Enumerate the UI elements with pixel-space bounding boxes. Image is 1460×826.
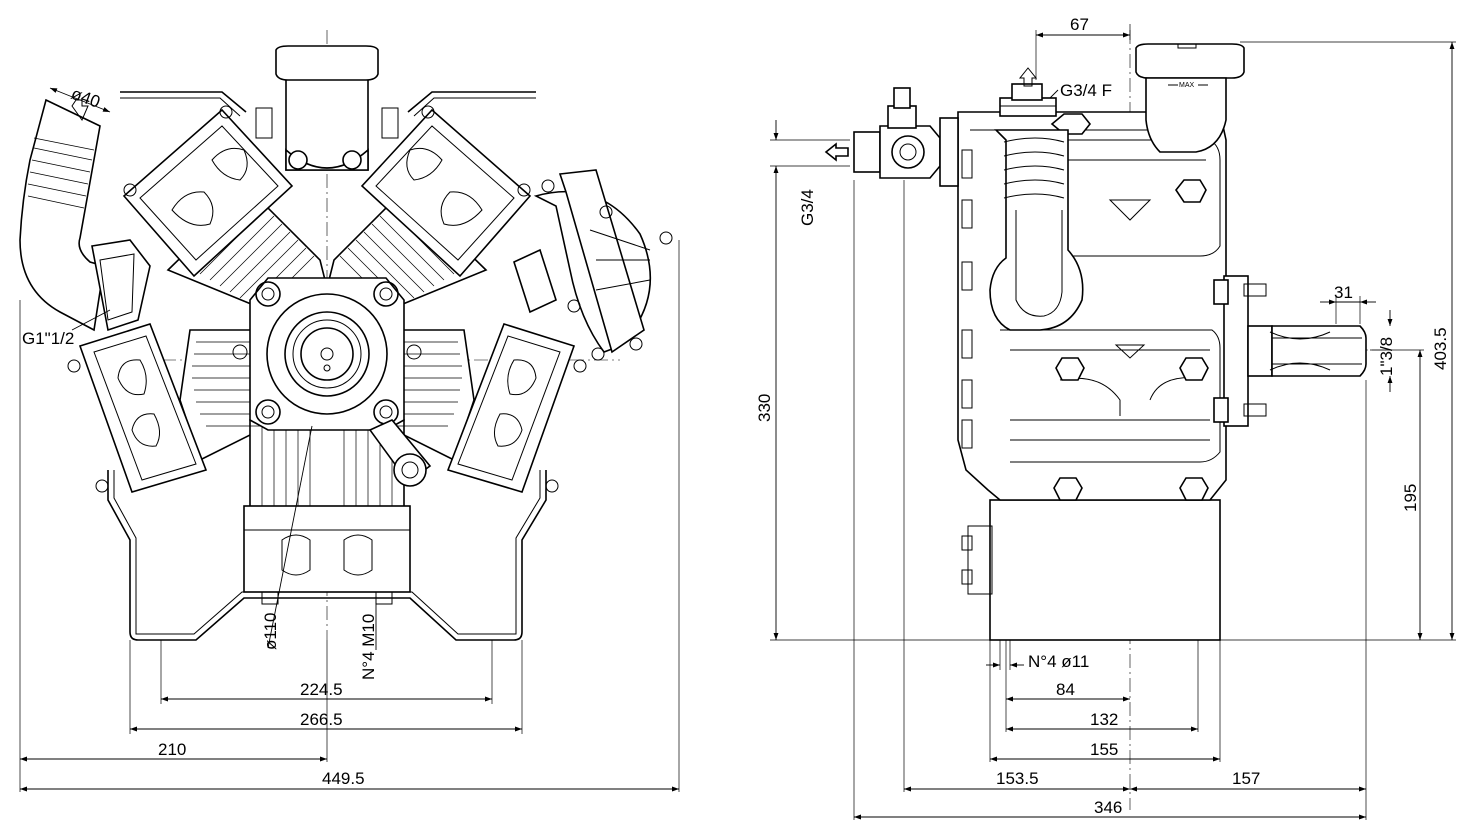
side-body-bolts — [1050, 113, 1209, 501]
side-base-block — [989, 499, 1221, 641]
lower-left-cylinder-head — [67, 323, 208, 493]
dim-g3-4: G3/4 — [773, 120, 817, 226]
label-153-5: 153.5 — [996, 769, 1039, 788]
side-outlet-fitting — [999, 83, 1057, 117]
label-155: 155 — [1090, 740, 1118, 759]
label-266-5: 266.5 — [300, 710, 343, 729]
dim-84: 84 — [1006, 680, 1130, 702]
label-224-5: 224.5 — [300, 680, 343, 699]
dim-330: 330 — [755, 186, 779, 640]
side-body-contours — [970, 129, 1221, 463]
label-max: MAX — [1179, 82, 1195, 89]
upper-left-cylinder-head — [122, 105, 294, 278]
suction-inlet-elbow — [19, 98, 151, 332]
side-body-left-ribs — [961, 149, 973, 449]
label-132: 132 — [1090, 710, 1118, 729]
label-1-3-8: 1"3/8 — [1377, 337, 1396, 376]
side-view: MAX — [755, 15, 1456, 820]
dim-210: 210 — [20, 740, 327, 762]
label-d110: ø110 — [261, 613, 280, 651]
central-crank-hub — [232, 277, 422, 431]
oil-reservoir-cap — [275, 45, 379, 171]
dim-n4-m10: N°4 M10 — [359, 596, 378, 680]
side-delivery-elbow — [989, 129, 1084, 331]
dim-1-3-8: 1"3/8 — [1377, 310, 1396, 392]
label-n4-m10: N°4 M10 — [359, 614, 378, 680]
label-g3-4: G3/4 — [798, 189, 817, 226]
dim-g3-4-f: G3/4 F — [1049, 81, 1112, 100]
side-input-shaft — [1213, 275, 1367, 427]
dim-153-5: 153.5 — [904, 769, 1130, 792]
label-449-5: 449.5 — [322, 769, 365, 788]
label-157: 157 — [1232, 769, 1260, 788]
dim-d110: ø110 — [261, 425, 313, 651]
base-stand-frame — [107, 470, 547, 641]
dim-n4-d11: N°4 ø11 — [986, 652, 1089, 671]
dim-g1-1-2: G1"1/2 — [22, 309, 111, 348]
dim-155: 155 — [990, 740, 1220, 762]
dim-195: 195 — [1401, 350, 1423, 640]
label-403-5: 403.5 — [1431, 327, 1450, 370]
front-extension-lines — [19, 240, 680, 792]
dim-266-5: 266.5 — [130, 710, 522, 732]
dim-31: 31 — [1320, 283, 1376, 305]
dim-224-5: 224.5 — [161, 680, 492, 702]
label-67: 67 — [1070, 15, 1089, 34]
dim-403-5: 403.5 — [1431, 42, 1455, 640]
dim-449-5: 449.5 — [20, 769, 679, 792]
bottom-cylinder-head — [243, 505, 411, 605]
label-84: 84 — [1056, 680, 1075, 699]
lower-right-cylinder-head — [446, 323, 587, 493]
side-left-outlet-valve — [824, 87, 959, 187]
side-accumulator — [513, 169, 673, 361]
front-view: ø40 G1"1/2 ø110 N°4 M10 2 — [19, 30, 680, 792]
label-g3-4-f: G3/4 F — [1060, 81, 1112, 100]
lifting-handles — [120, 91, 536, 139]
label-g1-1-2: G1"1/2 — [22, 329, 74, 348]
dim-67: 67 — [1036, 15, 1130, 38]
label-210: 210 — [158, 740, 186, 759]
label-195: 195 — [1401, 484, 1420, 512]
dim-157: 157 — [1130, 769, 1366, 792]
side-oil-cap: MAX — [1135, 43, 1245, 153]
upper-right-cylinder-head — [360, 105, 532, 278]
dim-132: 132 — [1006, 710, 1198, 732]
label-346: 346 — [1094, 798, 1122, 817]
outlet-up-arrow — [1018, 67, 1038, 87]
side-base-flange — [967, 525, 993, 595]
dim-346: 346 — [854, 798, 1366, 820]
label-330: 330 — [755, 394, 774, 422]
label-n4-d11: N°4 ø11 — [1028, 652, 1089, 671]
label-31: 31 — [1334, 283, 1353, 302]
drain-plug — [368, 419, 432, 487]
side-base-flange-bolts — [961, 535, 973, 585]
